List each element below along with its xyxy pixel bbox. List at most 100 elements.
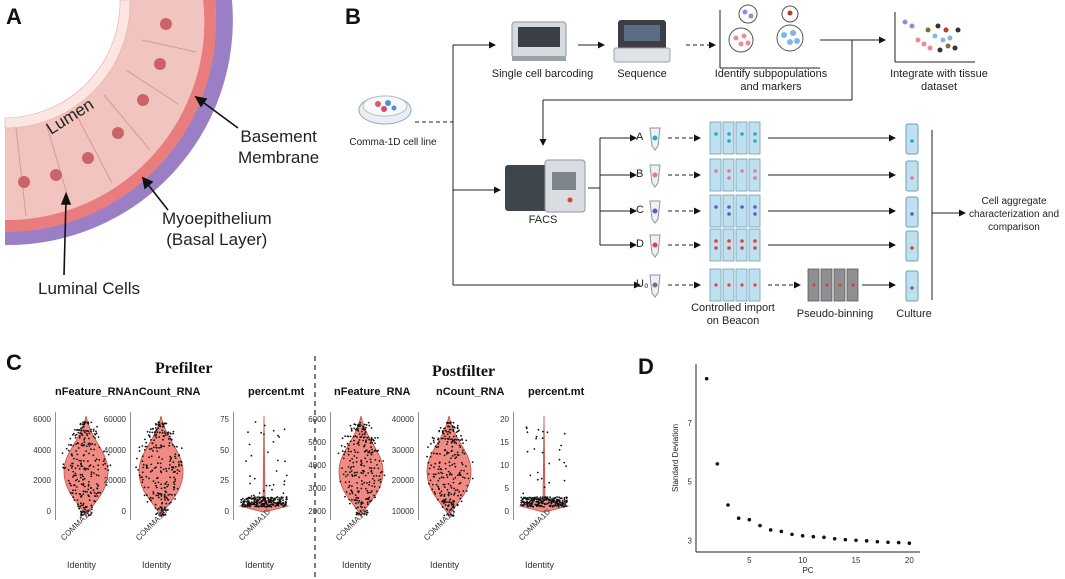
x-tick-label: 15 <box>852 556 861 565</box>
data-point <box>854 538 858 543</box>
violin-title: nFeature_RNA <box>55 386 132 398</box>
violin-title: nFeature_RNA <box>334 386 411 398</box>
y-tick-label: 20000 <box>103 476 126 486</box>
aggregate-label: Cell aggregate characterization and comp… <box>968 196 1060 233</box>
pseudo-binning-label: Pseudo-binning <box>796 308 874 320</box>
y-tick-label: 0 <box>121 507 126 516</box>
basement-membrane-label: Basement Membrane <box>238 127 320 167</box>
y-tick-label: 15 <box>500 438 509 447</box>
data-point <box>811 534 816 539</box>
data-point <box>758 523 762 528</box>
y-tick-label: 20000 <box>391 476 414 486</box>
data-point <box>790 532 794 537</box>
culture-tube-icon <box>905 270 919 302</box>
culture-tube-icon <box>905 230 919 262</box>
violin-area <box>55 412 112 520</box>
y-tick-label: 7 <box>688 419 693 428</box>
data-point <box>832 536 837 541</box>
panel-a-letter: A <box>6 4 22 29</box>
controlled-import-label: Controlled import on Beacon <box>691 302 775 327</box>
integrate-label: Integrate with tissue dataset <box>890 68 988 93</box>
group-label: U₀ <box>636 278 649 290</box>
y-tick-label: 3 <box>688 536 693 545</box>
y-tick-label: 0 <box>504 507 509 516</box>
channel-icon <box>735 228 748 262</box>
y-tick-label: 10000 <box>391 507 414 516</box>
data-point <box>800 534 805 538</box>
violin-title: nCount_RNA <box>436 386 505 398</box>
luminal-cells-label: Luminal Cells <box>38 279 141 298</box>
violin-area <box>233 412 290 520</box>
barcoding-label: Single cell barcoding <box>491 68 594 80</box>
data-point <box>715 462 720 466</box>
violin-area <box>130 412 184 520</box>
y-tick-label: 5000 <box>308 438 326 447</box>
channel-icon <box>722 158 735 192</box>
x-axis-label: PC <box>802 566 813 575</box>
x-axis-label: Identity <box>245 560 275 570</box>
channel-icon <box>748 121 761 155</box>
prefilter-title: Prefilter <box>155 360 213 377</box>
group-label: A <box>636 131 644 143</box>
y-tick-label: 60000 <box>103 415 126 424</box>
y-tick-label: 75 <box>220 415 229 424</box>
x-axis-label: Identity <box>67 560 97 570</box>
data-point <box>896 540 901 545</box>
data-point <box>726 503 730 507</box>
y-tick-label: 25 <box>220 476 229 486</box>
y-tick-label: 20 <box>500 415 509 424</box>
channel-icon <box>722 194 735 228</box>
violin-area <box>330 412 386 520</box>
channel-icon <box>748 158 761 192</box>
postfilter-title: Postfilter <box>432 363 496 380</box>
myoepithelium-label: Myoepithelium (Basal Layer) <box>162 209 272 249</box>
y-tick-label: 0 <box>224 507 229 516</box>
workflow-diagram <box>358 4 975 302</box>
y-tick-label: 40000 <box>391 415 414 424</box>
violin-area <box>418 412 474 520</box>
y-tick-label: 6000 <box>33 415 51 424</box>
identify-label: Identify subpopulations and markers <box>714 68 828 93</box>
x-axis-label: Identity <box>142 560 172 570</box>
x-tick-label: 20 <box>905 556 914 565</box>
y-tick-label: 5 <box>504 484 509 493</box>
y-tick-label: 50 <box>220 445 229 455</box>
filter-divider <box>314 356 316 578</box>
group-label: D <box>636 238 644 250</box>
y-tick-label: 2000 <box>308 507 326 516</box>
culture-tube-icon <box>905 160 919 192</box>
panel-d-letter: D <box>638 354 654 379</box>
sequence-label: Sequence <box>617 68 667 80</box>
y-tick-label: 40000 <box>103 445 126 455</box>
violin-title: percent.mt <box>528 386 585 398</box>
cell-line-label: Comma-1D cell line <box>349 137 437 148</box>
data-point <box>907 541 912 545</box>
y-axis-label: Standard Deviation <box>671 424 680 492</box>
y-tick-label: 10 <box>500 461 509 470</box>
y-tick-label: 2000 <box>33 476 51 486</box>
channel-icon <box>709 121 722 155</box>
data-point <box>747 517 752 522</box>
channel-icon <box>735 158 748 192</box>
data-point <box>704 376 709 381</box>
culture-label: Culture <box>896 308 932 320</box>
data-point <box>843 537 848 542</box>
violin-title: nCount_RNA <box>132 386 201 398</box>
channel-icon <box>735 194 748 228</box>
data-point <box>886 540 890 545</box>
y-tick-label: 4000 <box>308 461 326 470</box>
panel-b-letter: B <box>345 4 361 29</box>
y-tick-label: 30000 <box>391 445 414 455</box>
channel-icon <box>748 194 761 228</box>
channel-icon <box>709 228 722 262</box>
data-point <box>779 529 784 534</box>
data-point <box>864 539 869 543</box>
facs-label: FACS <box>528 214 558 226</box>
group-label: B <box>636 168 644 180</box>
y-tick-label: 3000 <box>308 484 326 493</box>
data-point <box>768 528 773 532</box>
channel-icon <box>748 228 761 262</box>
data-point <box>822 535 826 540</box>
channel-icon <box>709 158 722 192</box>
